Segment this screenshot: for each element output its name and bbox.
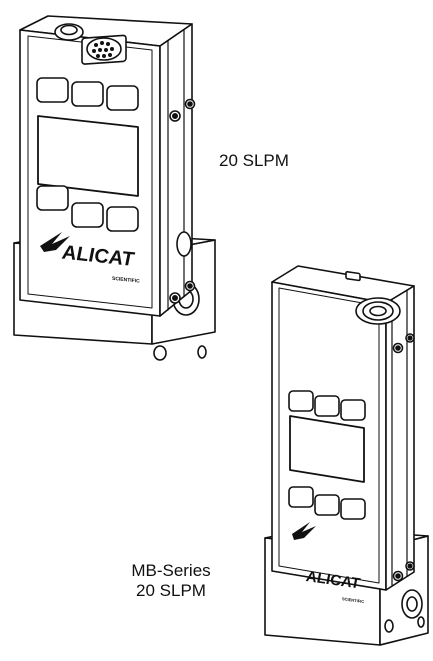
flow-rate-label-a: 20 SLPM xyxy=(219,151,289,170)
mass-flow-controller-large: ALICAT SCIENTIFIC xyxy=(13,15,216,361)
mass-flow-controller-small: ALICAT SCIENTIFIC xyxy=(264,265,429,646)
series-label-b: MB-Series 20 SLPM xyxy=(126,561,216,601)
lower-buttons-b xyxy=(288,486,366,520)
series-name: MB-Series xyxy=(131,561,211,580)
display-screen-a xyxy=(37,115,139,197)
display-screen-b xyxy=(289,415,365,483)
upper-buttons-b xyxy=(288,390,366,421)
svg-text:SCIENTIFIC: SCIENTIFIC xyxy=(112,276,140,285)
svg-text:SCIENTIFIC: SCIENTIFIC xyxy=(342,596,364,604)
top-connector-a xyxy=(54,23,127,65)
top-connector-b xyxy=(345,271,401,325)
flow-rate-label-b: 20 SLPM xyxy=(136,581,206,600)
lower-buttons-a xyxy=(36,185,139,232)
upper-buttons-a xyxy=(36,77,139,111)
body-a: ALICAT SCIENTIFIC xyxy=(19,15,196,317)
body-b: ALICAT SCIENTIFIC xyxy=(271,265,415,604)
